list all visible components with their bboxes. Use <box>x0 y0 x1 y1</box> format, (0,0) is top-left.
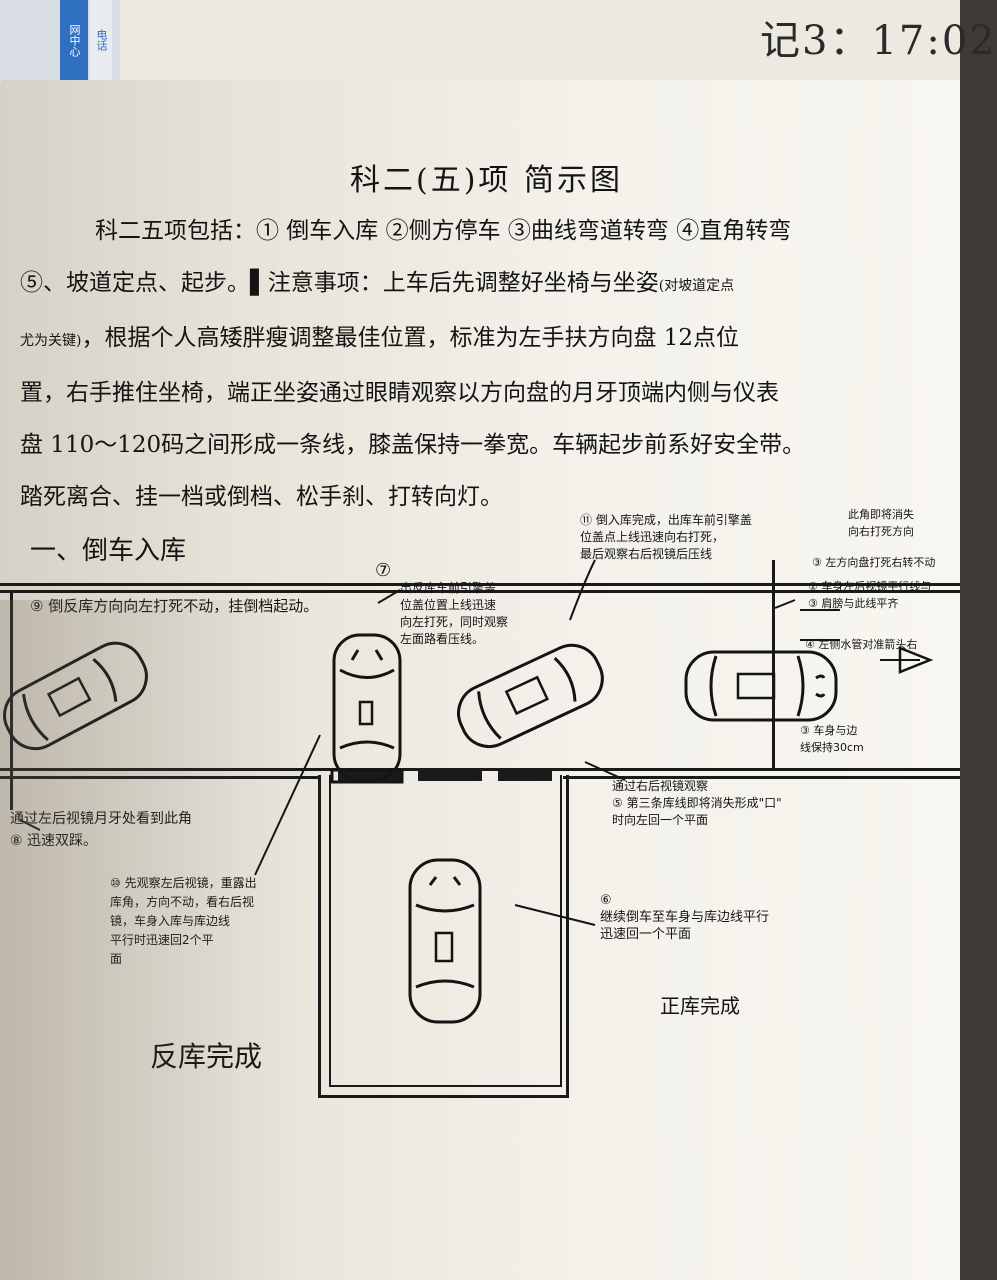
step-note-11: ⑪ 倒入库完成，出库车前引擎盖 位盖点上线迅速向右打死， 最后观察右后视镜后压线 <box>580 513 752 561</box>
done-label-forward: 正库完成 <box>660 994 740 1018</box>
parking-garage <box>318 775 569 1098</box>
step-note-8: 通过左后视镜月牙处看到此角 ⑧ 迅速双踩。 <box>10 811 192 849</box>
step-note-7: 出反库车前引擎盖 位盖位置上线迅速 向左打死，同时观察 左面路看压线。 <box>400 581 509 646</box>
done-label-reverse: 反库完成 <box>150 1040 263 1073</box>
page-title: 科二(五)项 简示图 <box>350 163 623 198</box>
corner-handwriting: 记3：17:02 <box>760 18 997 64</box>
reference-line <box>772 560 775 770</box>
step-note-5: 通过右后视镜观察 ⑤ 第三条库线即将消失形成"口" 时向左回一个平面 <box>612 779 782 827</box>
annotation-arrows <box>19 559 934 926</box>
step-note-6: ⑥ 继续倒车至车身与库边线平行 迅速回一个平面 <box>600 893 770 942</box>
car-icon <box>408 858 482 1024</box>
road-bottom-line-inner <box>0 776 318 779</box>
car-icon <box>457 643 604 748</box>
step-note-10: ⑩ 先观察左后视镜，重露出 库角，方向不动，看右后视 镜，车身入库与库边线 平行… <box>110 876 257 966</box>
background-tab: 网中心 <box>60 0 88 80</box>
section-title: 一、倒车入库 <box>30 536 187 566</box>
step-note-corner: 此角即将消失 向右打死方向 <box>848 508 914 538</box>
background-tab: 电话 <box>90 0 112 80</box>
road-top-line <box>0 583 960 586</box>
intro-paragraph: 科二五项包括：① 倒车入库 ②侧方停车 ③曲线弯道转弯 ④直角转弯 ⑤、坡道定点… <box>20 205 940 523</box>
paragraph-note: (对坡道定点 <box>658 278 735 294</box>
garage-entry-dash <box>498 771 552 781</box>
garage-entry-dash <box>418 771 482 781</box>
step-note-4: ④ 左侧水管对准箭头右 <box>805 638 918 651</box>
car-icon <box>3 641 148 751</box>
paragraph-text: ，根据个人高矮胖瘦调整最佳位置，标准为左手扶方向盘 12点位 <box>81 325 740 351</box>
paragraph-line: 置，右手推住坐椅，端正坐姿通过眼睛观察以方向盘的月牙顶端内侧与仪表 <box>20 380 779 406</box>
car-icon <box>330 633 404 784</box>
step-note-2: ② 车身左后视镜平行线与 ③ 肩膀与此线平齐 <box>808 580 932 610</box>
paragraph-line: 科二五项包括：① 倒车入库 ②侧方停车 ③曲线弯道转弯 ④直角转弯 <box>95 218 792 244</box>
step-note-3: ③ 车身与边 线保持30cm <box>800 724 864 754</box>
paragraph-text: ⑤、坡道定点、起步。▌注意事项：上车后先调整好坐椅与坐姿 <box>20 270 659 296</box>
paragraph-line: 踏死离合、挂一档或倒档、松手刹、打转向灯。 <box>20 484 503 510</box>
paragraph-line: 盘 110～120码之间形成一条线，膝盖保持一拳宽。车辆起步前系好安全带。 <box>20 432 806 458</box>
paper-sheet <box>0 80 960 1280</box>
road-top-line-inner <box>0 590 960 593</box>
paragraph-line: 尤为关键)，根据个人高矮胖瘦调整最佳位置，标准为左手扶方向盘 12点位 <box>20 312 940 367</box>
step-note-1: ③ 左方向盘打死右转不动 <box>812 556 936 569</box>
paragraph-line: ⑤、坡道定点、起步。▌注意事项：上车后先调整好坐椅与坐姿(对坡道定点 <box>20 257 940 312</box>
step-number: ⑦ <box>375 560 392 581</box>
paragraph-note: 尤为关键) <box>20 333 82 349</box>
road-bottom-line-inner <box>563 776 960 779</box>
reference-line <box>10 590 13 810</box>
step-note-9: ⑨ 倒反库方向向左打死不动，挂倒档起动。 <box>30 597 319 615</box>
car-icon <box>684 650 838 722</box>
road-bottom-line <box>0 768 960 771</box>
